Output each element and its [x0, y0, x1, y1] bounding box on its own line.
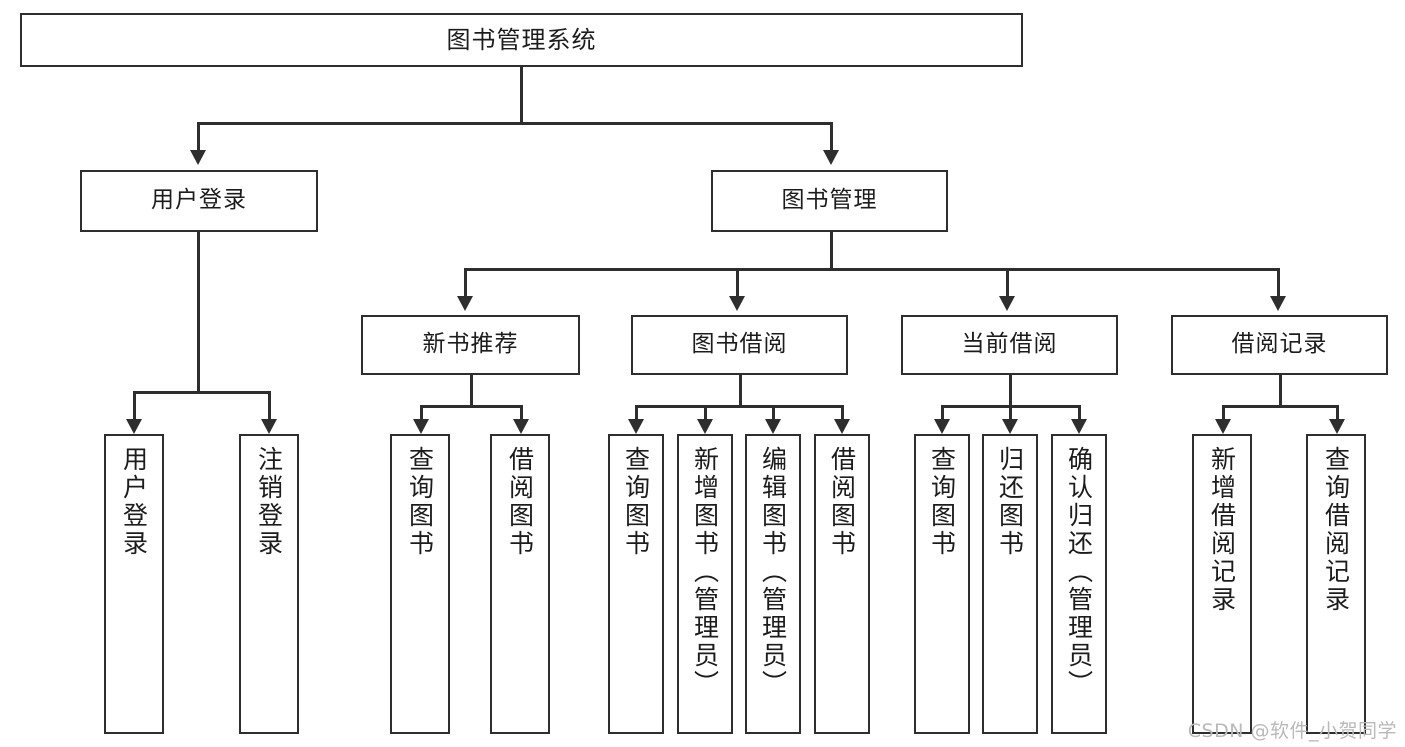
connector-borrowrecord-drop-0 [1222, 405, 1225, 427]
leaf-edit-book-admin[interactable]: 编辑图书（管理员） [745, 434, 801, 734]
node-label: 归还图书 [995, 446, 1025, 558]
arrow-borrowrecord-leaf-0 [1215, 419, 1231, 434]
leaf-user-login[interactable]: 用户登录 [104, 434, 164, 734]
node-label: 查询图书 [621, 446, 651, 558]
connector-currentborrow-drop-2 [1078, 405, 1081, 427]
node-sub-current-borrow[interactable]: 当前借阅 [901, 315, 1118, 375]
connector-bookmgmt-drop-2 [1006, 268, 1009, 296]
node-label: 当前借阅 [961, 331, 1058, 358]
arrow-bookmgmt-sub-3 [1270, 296, 1286, 311]
arrow-newbook-leaf-0 [413, 419, 429, 434]
leaf-return-book[interactable]: 归还图书 [982, 434, 1038, 734]
node-root-system[interactable]: 图书管理系统 [20, 13, 1023, 67]
arrow-bookmgmt-sub-0 [457, 296, 473, 311]
connector-root-to-branch-0 [197, 122, 200, 150]
connector-bookmgmt-stem [830, 232, 833, 270]
connector-root-stem [520, 67, 523, 122]
arrow-bookmgmt-sub-2 [999, 296, 1015, 311]
connector-bookborrow-drop-3 [841, 405, 844, 427]
arrow-userlogin-leaf-1 [261, 419, 277, 434]
connector-newbook-stem [470, 375, 473, 407]
arrow-newbook-leaf-1 [513, 419, 529, 434]
connector-bookborrow-bar [635, 405, 844, 408]
node-label: 用户登录 [119, 446, 149, 558]
connector-newbook-drop-1 [520, 405, 523, 427]
node-label: 用户登录 [151, 187, 247, 214]
node-label: 编辑图书（管理员） [758, 446, 788, 698]
node-label: 查询图书 [405, 446, 435, 558]
node-label: 借阅记录 [1231, 331, 1328, 358]
connector-newbook-drop-0 [420, 405, 423, 427]
node-label: 新增借阅记录 [1207, 446, 1237, 614]
arrow-bookborrow-leaf-0 [628, 419, 644, 434]
connector-userlogin-bar [133, 391, 271, 394]
arrow-bookborrow-leaf-1 [697, 419, 713, 434]
node-label: 借阅图书 [827, 446, 857, 558]
connector-newbook-bar [420, 405, 523, 408]
connector-root-to-branch-1 [830, 122, 833, 150]
connector-bookborrow-drop-2 [772, 405, 775, 427]
connector-bookborrow-stem [739, 375, 742, 407]
connector-userlogin-stem [197, 232, 200, 394]
node-label: 新书推荐 [422, 331, 519, 358]
node-label: 注销登录 [254, 446, 284, 558]
connector-borrowrecord-bar [1222, 405, 1339, 408]
arrow-root-to-branch-0 [190, 150, 206, 165]
leaf-query-book-recommend[interactable]: 查询图书 [390, 434, 450, 734]
arrow-borrowrecord-leaf-1 [1329, 419, 1345, 434]
connector-bookborrow-drop-1 [704, 405, 707, 427]
leaf-query-book-current[interactable]: 查询图书 [914, 434, 970, 734]
leaf-query-book-borrow[interactable]: 查询图书 [608, 434, 664, 734]
node-label: 图书借阅 [691, 331, 788, 358]
leaf-borrow-book-recommend[interactable]: 借阅图书 [490, 434, 550, 734]
node-sub-new-book-recommend[interactable]: 新书推荐 [361, 315, 580, 375]
connector-bookmgmt-drop-0 [464, 268, 467, 296]
connector-userlogin-drop-0 [133, 391, 136, 419]
arrow-root-to-branch-1 [823, 150, 839, 165]
node-label: 图书管理 [781, 187, 878, 214]
arrow-currentborrow-leaf-2 [1071, 419, 1087, 434]
node-branch-book-management[interactable]: 图书管理 [711, 170, 948, 232]
connector-bookmgmt-bar [464, 268, 1280, 271]
connector-currentborrow-drop-1 [1009, 405, 1012, 427]
leaf-add-borrow-record[interactable]: 新增借阅记录 [1192, 434, 1252, 734]
node-branch-user-login[interactable]: 用户登录 [80, 170, 318, 232]
leaf-add-book-admin[interactable]: 新增图书（管理员） [677, 434, 733, 734]
connector-borrowrecord-drop-1 [1336, 405, 1339, 427]
arrow-userlogin-leaf-0 [126, 419, 142, 434]
leaf-confirm-return-admin[interactable]: 确认归还（管理员） [1051, 434, 1107, 734]
connector-root-bar [197, 122, 833, 125]
connector-currentborrow-stem [1009, 375, 1012, 407]
arrow-currentborrow-leaf-1 [1002, 419, 1018, 434]
connector-userlogin-drop-1 [268, 391, 271, 419]
node-sub-book-borrow[interactable]: 图书借阅 [631, 315, 848, 375]
watermark-text: CSDN @软件_小贺同学 [1187, 720, 1397, 742]
arrow-bookborrow-leaf-3 [834, 419, 850, 434]
arrow-bookborrow-leaf-2 [765, 419, 781, 434]
node-sub-borrow-records[interactable]: 借阅记录 [1171, 315, 1388, 375]
leaf-query-borrow-record[interactable]: 查询借阅记录 [1306, 434, 1366, 734]
node-label: 借阅图书 [505, 446, 535, 558]
leaf-borrow-book[interactable]: 借阅图书 [814, 434, 870, 734]
connector-currentborrow-drop-0 [941, 405, 944, 427]
connector-bookmgmt-drop-1 [736, 268, 739, 296]
node-label: 确认归还（管理员） [1064, 446, 1094, 698]
connector-bookmgmt-drop-3 [1277, 268, 1280, 296]
node-label: 查询借阅记录 [1321, 446, 1351, 614]
connector-borrowrecord-stem [1279, 375, 1282, 407]
connector-bookborrow-drop-0 [635, 405, 638, 427]
node-label: 查询图书 [927, 446, 957, 558]
leaf-logout[interactable]: 注销登录 [239, 434, 299, 734]
node-label: 新增图书（管理员） [690, 446, 720, 698]
node-label: 图书管理系统 [446, 25, 597, 54]
arrow-bookmgmt-sub-1 [729, 296, 745, 311]
arrow-currentborrow-leaf-0 [934, 419, 950, 434]
